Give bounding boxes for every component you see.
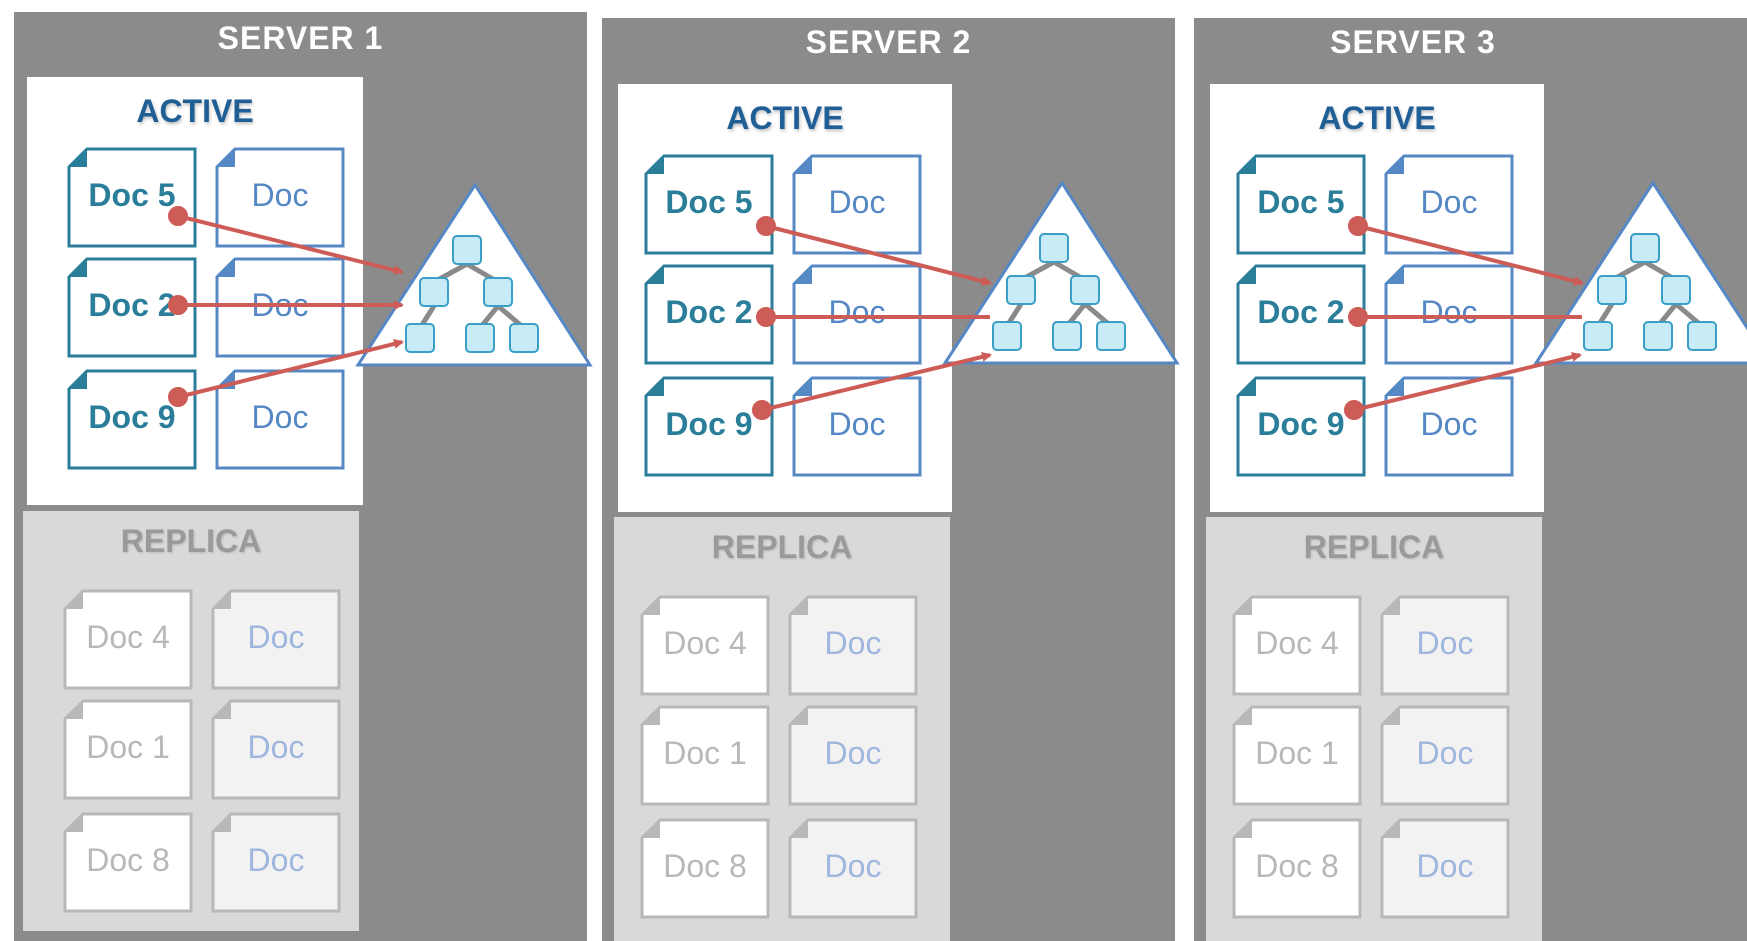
- doc-replica: Doc: [1380, 818, 1510, 919]
- doc-replica: Doc 4: [1232, 595, 1362, 696]
- doc-indexed: Doc 5: [67, 147, 197, 248]
- server-2: SERVER 2 ACTIVE Doc 5 Doc Doc 2 Doc Doc …: [602, 18, 1180, 941]
- doc-indexed: Doc 9: [644, 376, 774, 477]
- doc-replica: Doc 8: [63, 812, 193, 913]
- doc-unindexed: Doc: [215, 147, 345, 248]
- doc-replica: Doc: [788, 595, 918, 696]
- doc-replica: Doc 1: [63, 699, 193, 800]
- doc-replica: Doc: [1380, 595, 1510, 696]
- doc-replica: Doc 8: [1232, 818, 1362, 919]
- doc-unindexed: Doc: [1384, 376, 1514, 477]
- replica-panel: REPLICA Doc 4 Doc Doc 1 Doc Doc 8 Doc: [1206, 517, 1542, 941]
- active-panel: ACTIVE Doc 5 Doc Doc 2 Doc Doc 9 Doc: [1210, 84, 1544, 512]
- doc-indexed: Doc 2: [67, 257, 197, 358]
- replica-title: REPLICA: [711, 529, 853, 565]
- replica-panel: REPLICA Doc 4 Doc Doc 1 Doc Doc 8 Doc: [23, 511, 359, 931]
- server-3: SERVER 3 ACTIVE Doc 5 Doc Doc 2 Doc Doc …: [1194, 18, 1747, 941]
- active-panel: ACTIVE Doc 5 Doc Doc 2 Doc Doc 9 Doc: [618, 84, 952, 512]
- doc-unindexed: Doc: [215, 257, 345, 358]
- doc-indexed: Doc 5: [644, 154, 774, 255]
- active-title: ACTIVE: [1318, 100, 1436, 136]
- index-tree-icon: [355, 182, 593, 367]
- doc-replica: Doc: [1380, 705, 1510, 806]
- replica-title: REPLICA: [1303, 529, 1445, 565]
- doc-unindexed: Doc: [1384, 154, 1514, 255]
- doc-replica: Doc: [211, 589, 341, 690]
- doc-replica: Doc 4: [640, 595, 770, 696]
- active-title: ACTIVE: [136, 93, 254, 129]
- index-tree-icon: [942, 180, 1180, 365]
- doc-replica: Doc 1: [640, 705, 770, 806]
- doc-replica: Doc 4: [63, 589, 193, 690]
- index-tree-icon: [1533, 180, 1747, 365]
- server-title: SERVER 3: [1330, 24, 1496, 60]
- doc-unindexed: Doc: [1384, 264, 1514, 365]
- active-title: ACTIVE: [726, 100, 844, 136]
- replica-title: REPLICA: [120, 523, 262, 559]
- doc-indexed: Doc 5: [1236, 154, 1366, 255]
- doc-unindexed: Doc: [792, 154, 922, 255]
- doc-replica: Doc 1: [1232, 705, 1362, 806]
- doc-unindexed: Doc: [792, 264, 922, 365]
- server-title: SERVER 1: [217, 20, 384, 56]
- server-title: SERVER 2: [805, 24, 972, 60]
- doc-indexed: Doc 9: [67, 369, 197, 470]
- doc-unindexed: Doc: [792, 376, 922, 477]
- doc-replica: Doc 8: [640, 818, 770, 919]
- doc-replica: Doc: [211, 812, 341, 913]
- doc-unindexed: Doc: [215, 369, 345, 470]
- server-1: SERVER 1 ACTIVE Doc 5 Doc Doc 2 Doc Doc …: [14, 12, 593, 941]
- replica-panel: REPLICA Doc 4 Doc Doc 1 Doc Doc 8 Doc: [614, 517, 950, 941]
- doc-indexed: Doc 9: [1236, 376, 1366, 477]
- doc-replica: Doc: [211, 699, 341, 800]
- active-panel: ACTIVE Doc 5 Doc Doc 2 Doc Doc 9 Doc: [27, 77, 363, 505]
- doc-indexed: Doc 2: [1236, 264, 1366, 365]
- doc-replica: Doc: [788, 705, 918, 806]
- doc-indexed: Doc 2: [644, 264, 774, 365]
- doc-replica: Doc: [788, 818, 918, 919]
